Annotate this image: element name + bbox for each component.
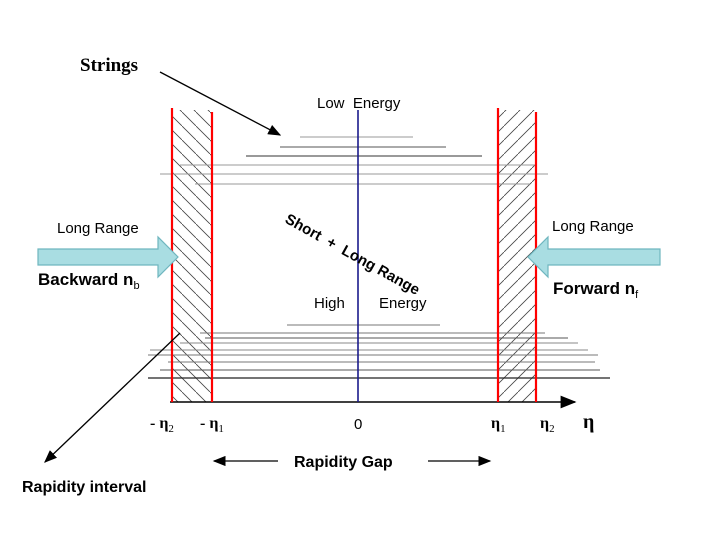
backward-label: Backward nb [38,270,140,292]
tick-minus-eta2: - η2 [150,415,174,435]
low-energy-label: Low Energy [317,95,401,112]
short-long-range-label: Short + Long Range [282,211,423,299]
rapidity-gap-label: Rapidity Gap [294,454,393,471]
strings-label: Strings [80,55,138,76]
energy-label: Energy [379,295,427,312]
strings-pointer-arrow [159,71,282,136]
left-hatched-interval [172,110,212,402]
backward-block-arrow [37,235,179,279]
upper-strings [160,136,548,185]
forward-block-arrow [527,235,661,279]
long-range-right-label: Long Range [552,218,634,235]
lower-strings [148,324,610,379]
tick-zero: 0 [354,416,362,433]
rapidity-interval-label: Rapidity interval [22,479,146,496]
tick-eta2: η2 [540,415,555,435]
eta-axis-label: η [583,411,594,433]
rapidity-interval-pointer-arrow [44,332,181,463]
tick-minus-eta1: - η1 [200,415,224,435]
tick-eta1: η1 [491,415,506,435]
high-label: High [314,295,345,312]
forward-label: Forward nf [553,279,639,301]
long-range-left-label: Long Range [57,220,139,237]
